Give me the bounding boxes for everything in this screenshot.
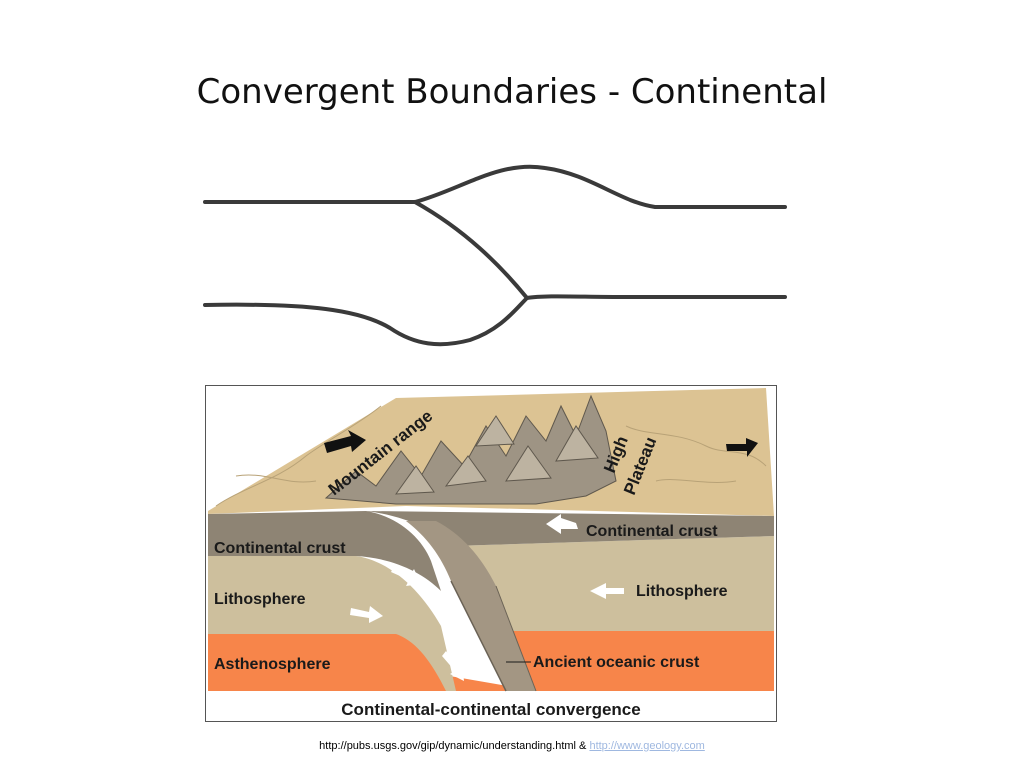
lithosphere-arrow-left bbox=[350, 606, 383, 623]
label-lithosphere-left: Lithosphere bbox=[214, 591, 306, 608]
label-continental-crust-left: Continental crust bbox=[214, 540, 346, 557]
label-lithosphere-right: Lithosphere bbox=[636, 583, 728, 600]
surface-arrow-right bbox=[726, 438, 758, 457]
diagram-caption: Continental-continental convergence bbox=[341, 700, 640, 719]
slab-arrow-1 bbox=[391, 566, 421, 586]
asthenosphere-right bbox=[511, 631, 774, 691]
crust-arrow-right bbox=[546, 514, 578, 534]
mountain-peaks bbox=[324, 394, 617, 505]
slide-title: Convergent Boundaries - Continental bbox=[196, 72, 828, 112]
plate-convergence-sketch bbox=[203, 164, 787, 347]
subducting-slab bbox=[406, 521, 536, 691]
continental-convergence-block-diagram: Mountain range High Plateau Continental … bbox=[205, 385, 777, 722]
subducting-plate-top-line bbox=[413, 200, 529, 300]
continental-crust-left bbox=[208, 511, 441, 591]
asthenosphere-left bbox=[208, 634, 451, 691]
lithosphere-right bbox=[451, 536, 774, 631]
label-asthenosphere: Asthenosphere bbox=[214, 656, 331, 673]
upper-surface-line bbox=[203, 164, 787, 209]
source-text: http://pubs.usgs.gov/gip/dynamic/underst… bbox=[319, 740, 587, 752]
lithosphere-left bbox=[208, 556, 456, 691]
label-ancient-oceanic-crust: Ancient oceanic crust bbox=[533, 654, 700, 671]
source-footer: http://pubs.usgs.gov/gip/dynamic/underst… bbox=[0, 740, 1024, 752]
slab-arrow-2 bbox=[442, 651, 464, 681]
label-continental-crust-right: Continental crust bbox=[586, 523, 718, 540]
lower-boundary-line bbox=[203, 294, 787, 347]
geology-link[interactable]: http://www.geology.com bbox=[589, 740, 705, 752]
surface-arrow-left bbox=[324, 430, 366, 453]
lithosphere-arrow-right bbox=[590, 583, 624, 599]
